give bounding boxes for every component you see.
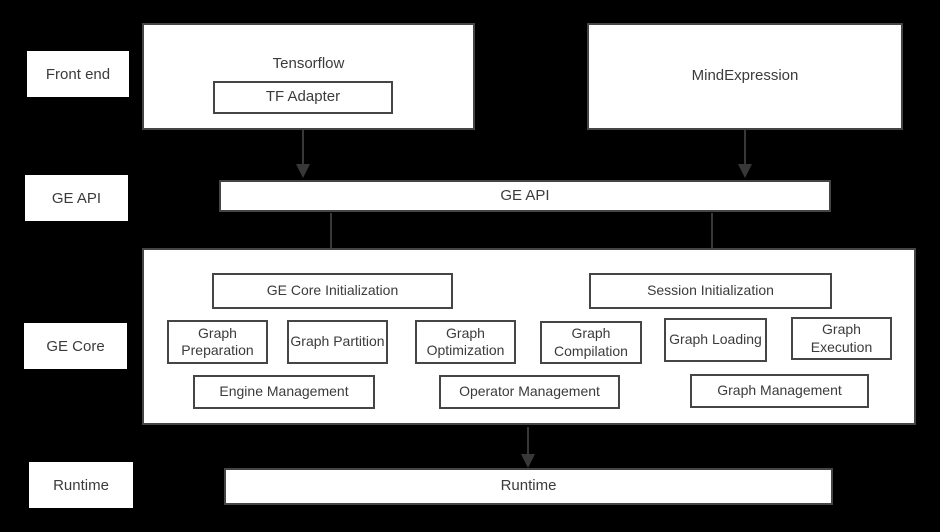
graph-partition-box: Graph Partition bbox=[287, 320, 388, 364]
side-label-ge-core: GE Core bbox=[24, 323, 127, 369]
arrow-tfadapter-to-geapi bbox=[296, 130, 310, 178]
runtime-bar: Runtime bbox=[224, 468, 833, 505]
tensorflow-label: Tensorflow bbox=[272, 55, 345, 72]
graph-loading-box: Graph Loading bbox=[664, 318, 767, 362]
side-label-ge-api: GE API bbox=[25, 175, 128, 221]
arrow-head-icon bbox=[296, 164, 310, 178]
arrow-stem bbox=[302, 130, 304, 165]
operator-management-box: Operator Management bbox=[439, 375, 620, 409]
ge-core-initialization-box: GE Core Initialization bbox=[212, 273, 453, 309]
tensorflow-box: Tensorflow TF Adapter bbox=[142, 23, 475, 130]
arrow-stem bbox=[330, 213, 332, 260]
engine-management-box: Engine Management bbox=[193, 375, 375, 409]
graph-execution-box: Graph Execution bbox=[791, 317, 892, 360]
ge-api-bar: GE API bbox=[219, 180, 831, 212]
mindexpression-box: MindExpression bbox=[587, 23, 903, 130]
graph-compilation-box: Graph Compilation bbox=[540, 321, 642, 364]
graph-preparation-box: Graph Preparation bbox=[167, 320, 268, 364]
graph-management-box: Graph Management bbox=[690, 374, 869, 408]
arrow-stem bbox=[711, 213, 713, 260]
arrow-stem bbox=[527, 427, 529, 455]
arrow-head-icon bbox=[521, 454, 535, 468]
side-label-front-end: Front end bbox=[27, 51, 129, 97]
ge-core-box: GE Core Initialization Session Initializ… bbox=[142, 248, 916, 425]
side-label-runtime: Runtime bbox=[29, 462, 133, 508]
arrow-mindexpression-to-geapi bbox=[738, 130, 752, 178]
arrow-stem bbox=[744, 130, 746, 165]
arrow-gecore-to-runtime bbox=[521, 427, 535, 468]
arrow-head-icon bbox=[738, 164, 752, 178]
tf-adapter-box: TF Adapter bbox=[213, 81, 393, 114]
session-initialization-box: Session Initialization bbox=[589, 273, 832, 309]
graph-optimization-box: Graph Optimization bbox=[415, 320, 516, 364]
